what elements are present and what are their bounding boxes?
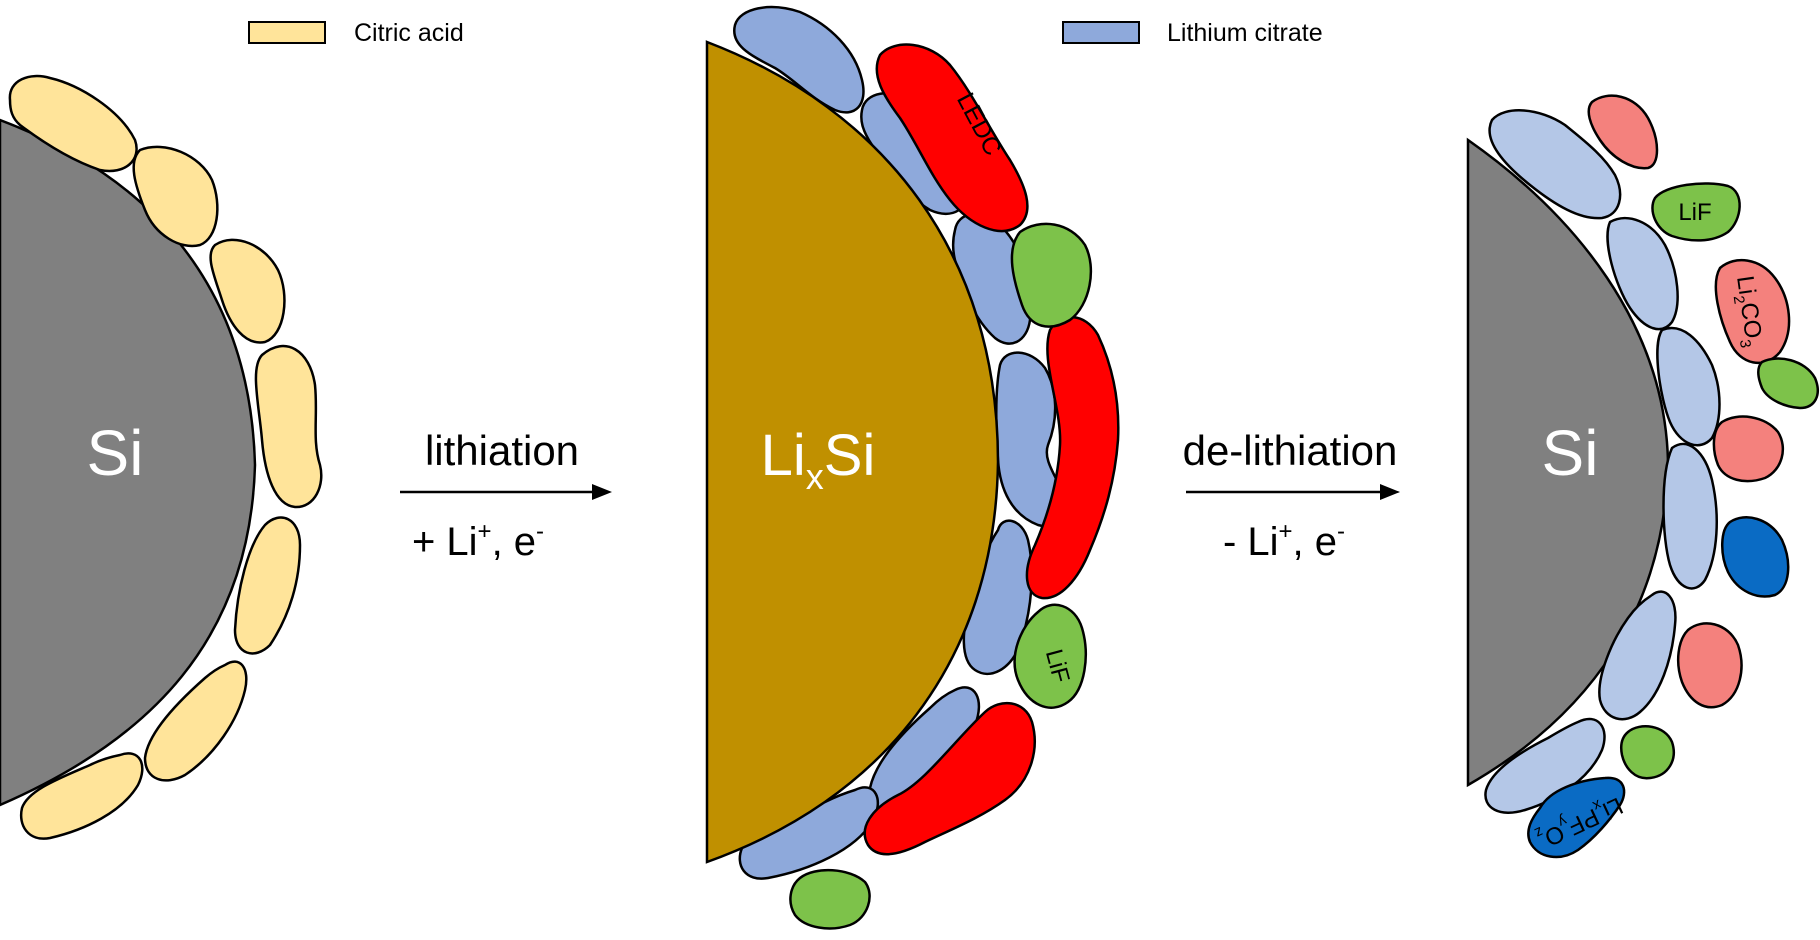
lithium-citrate-blob	[732, 5, 865, 114]
lithium-citrate-blob	[1484, 717, 1606, 815]
citric-acid-blob	[209, 238, 286, 344]
citric-acid-blob	[132, 145, 219, 248]
delithiation-sublabel: - Li+, e-	[1223, 518, 1345, 564]
lif-blob	[789, 868, 871, 930]
citric-acid-blob	[233, 516, 302, 655]
lithiation-sublabel: + Li+, e-	[412, 518, 544, 564]
legend-label-citric-acid: Citric acid	[354, 19, 464, 47]
lithium-citrate-blob	[1662, 442, 1718, 590]
legend-swatch-lithium-citrate	[1062, 21, 1140, 44]
ledc-blob	[875, 43, 1029, 233]
ledc-blob	[863, 701, 1036, 856]
ledc-blob	[1025, 315, 1120, 600]
delithiation-label: de-lithiation	[1183, 427, 1398, 474]
lif-blob	[1013, 603, 1087, 709]
si-label-right: Si	[1542, 417, 1599, 489]
lif-blob	[1757, 357, 1819, 410]
delithiation-arrow-head	[1380, 484, 1400, 500]
legend: Citric acid Lithium citrate	[248, 19, 1323, 47]
lixsi-label: LixSi	[761, 423, 876, 497]
li2co3-blob	[1714, 258, 1791, 365]
citric-acid-blob	[254, 344, 323, 509]
si-particle-right-group: Si Li2CO3 LiF LixP	[1466, 94, 1819, 859]
delithiation-arrow-group: de-lithiation - Li+, e-	[1183, 427, 1400, 564]
li2co3-blob	[1712, 415, 1785, 483]
lithiation-arrow-group: lithiation + Li+, e-	[400, 427, 612, 564]
citric-acid-blob	[19, 752, 144, 840]
ledc-coating: LEDC	[863, 43, 1120, 856]
si-particle-left-group: Si	[0, 74, 323, 840]
si-particle-left	[0, 118, 257, 807]
li2co3-blob	[1676, 622, 1743, 709]
lixpfyoz-coating: LixPFyOz	[1527, 516, 1790, 859]
lixsi-particle	[705, 40, 1000, 864]
citric-acid-blob	[143, 660, 248, 782]
li2co3-coating: Li2CO3	[1587, 94, 1791, 709]
lixsi-particle-group: LixSi LEDC LiF	[705, 5, 1120, 930]
lif-coating: LiF	[789, 222, 1093, 930]
lithium-citrate-blob	[1598, 590, 1677, 721]
lithium-citrate-coating	[732, 5, 1067, 880]
lif-blob	[1651, 182, 1741, 242]
lif-blob	[1620, 725, 1675, 780]
lif-label-right: LiF	[1678, 199, 1711, 226]
lif-blob	[1010, 222, 1093, 328]
lithiation-arrow-head	[592, 484, 612, 500]
lithiation-label: lithiation	[425, 427, 579, 474]
li2co3-label: Li2CO3	[1727, 274, 1768, 349]
citric-acid-coating	[8, 74, 323, 840]
legend-label-lithium-citrate: Lithium citrate	[1167, 19, 1323, 47]
li2co3-blob	[1587, 94, 1659, 170]
lixpfyoz-blob	[1527, 776, 1626, 859]
lithium-citrate-coating-right	[1484, 109, 1721, 815]
si-label-left: Si	[87, 417, 144, 489]
legend-swatch-citric-acid	[248, 21, 326, 44]
lithium-citrate-blob	[1488, 109, 1622, 220]
lixpfyoz-blob	[1721, 516, 1790, 598]
lithium-citrate-blob	[1656, 327, 1721, 447]
citric-acid-blob	[8, 74, 138, 173]
lithium-citrate-blob	[1606, 216, 1679, 331]
lif-coating-right: LiF	[1620, 182, 1819, 780]
